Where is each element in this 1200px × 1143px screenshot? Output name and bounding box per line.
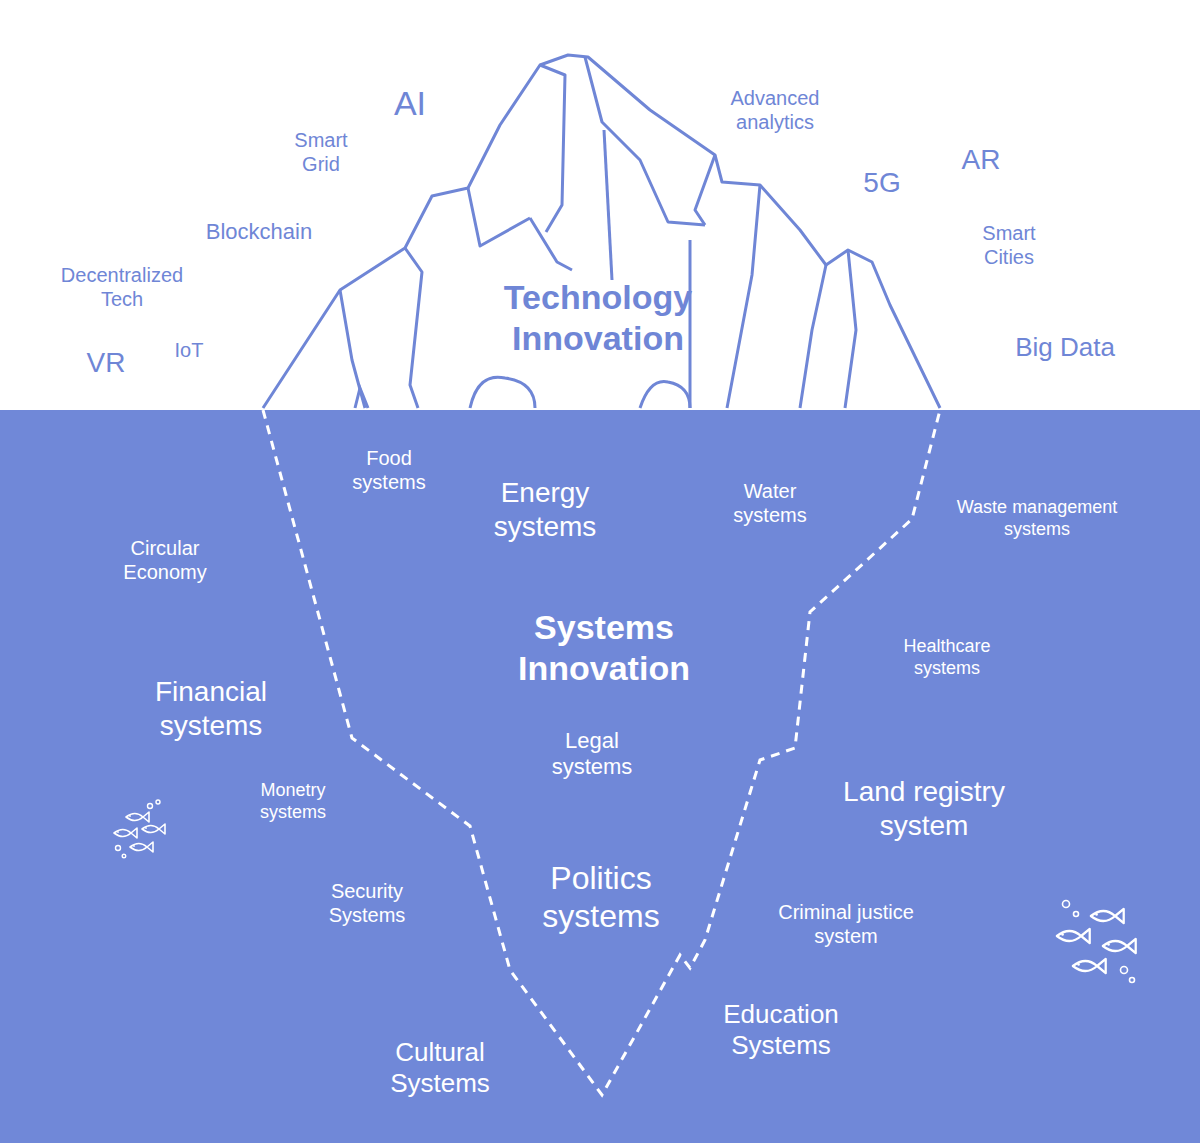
system-label: Education Systems bbox=[706, 999, 856, 1061]
technology-label: IoT bbox=[159, 338, 219, 362]
system-label: Healthcare systems bbox=[887, 636, 1007, 679]
technology-label: Advanced analytics bbox=[710, 86, 840, 134]
system-label: Food systems bbox=[344, 446, 434, 494]
system-label: Cultural Systems bbox=[375, 1037, 505, 1099]
technology-label: Blockchain bbox=[189, 219, 329, 245]
outline-strokes bbox=[263, 55, 940, 408]
system-label: Waste management systems bbox=[942, 497, 1132, 540]
system-label: Financial systems bbox=[131, 675, 291, 742]
system-label: Politics systems bbox=[526, 859, 676, 936]
technology-label: Smart Cities bbox=[969, 221, 1049, 269]
technology-label: VR bbox=[76, 346, 136, 380]
technology-label: Decentralized Tech bbox=[47, 263, 197, 311]
technology-label: Smart Grid bbox=[286, 128, 356, 176]
technology-label: AR bbox=[951, 143, 1011, 177]
section-heading: Systems Innovation bbox=[484, 607, 724, 689]
system-label: Security Systems bbox=[312, 879, 422, 927]
outline-strokes bbox=[263, 410, 940, 1095]
water bbox=[0, 410, 1200, 1143]
technology-label: Big Data bbox=[995, 332, 1135, 363]
fish-school-right bbox=[1057, 901, 1136, 983]
iceberg-tip: Technology Innovation bbox=[263, 50, 940, 412]
system-label: Circular Economy bbox=[110, 536, 220, 584]
system-label: Water systems bbox=[720, 479, 820, 527]
system-label: Legal systems bbox=[542, 728, 642, 781]
system-label: Criminal justice system bbox=[761, 900, 931, 948]
fish-school-left bbox=[114, 800, 165, 858]
system-label: Monetry systems bbox=[243, 780, 343, 823]
technology-label: AI bbox=[370, 83, 450, 124]
system-label: Land registry system bbox=[824, 775, 1024, 842]
shape-outline bbox=[263, 50, 940, 412]
system-label: Energy systems bbox=[480, 476, 610, 543]
section-heading: Technology Innovation bbox=[468, 277, 728, 359]
technology-label: 5G bbox=[852, 166, 912, 200]
